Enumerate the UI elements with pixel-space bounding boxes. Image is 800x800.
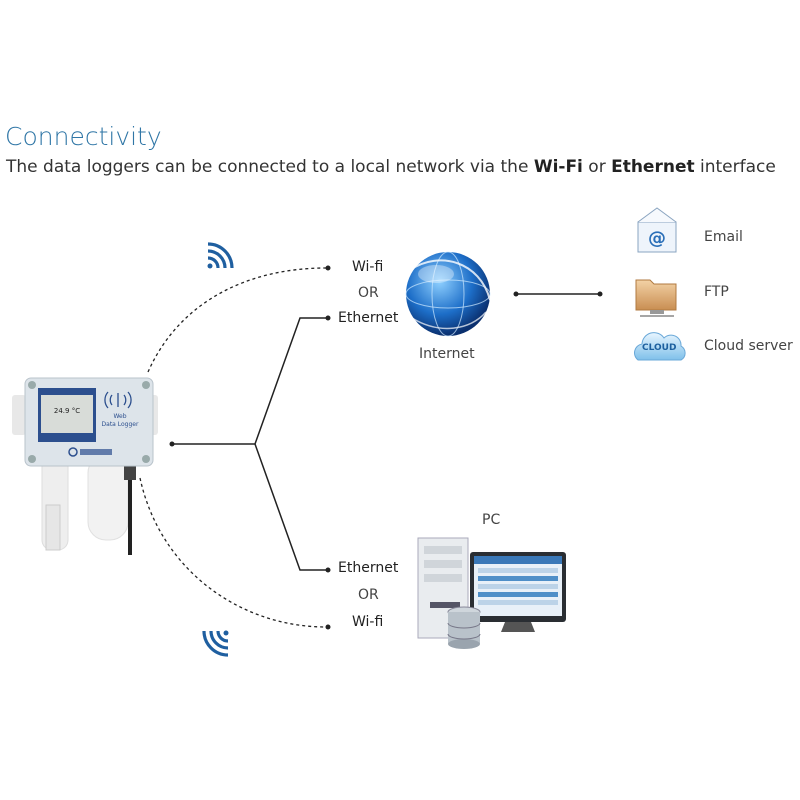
- folder-icon: [635, 279, 677, 317]
- service-ftp: FTP: [704, 284, 729, 300]
- lower-ethernet-label: Ethernet: [338, 560, 399, 576]
- svg-text:24.9 °C: 24.9 °C: [54, 407, 80, 415]
- internet-label: Internet: [419, 346, 475, 362]
- lower-or-label: OR: [358, 587, 379, 603]
- upper-or-label: OR: [358, 285, 379, 301]
- upper-wifi-label: Wi-fi: [352, 259, 384, 275]
- wifi-icon: [202, 630, 229, 657]
- svg-text:@: @: [648, 228, 666, 249]
- subtitle-text: or: [582, 157, 612, 177]
- service-cloud: Cloud server: [704, 338, 793, 354]
- subtitle-text: interface: [694, 157, 776, 177]
- pc-label: PC: [482, 512, 501, 528]
- wifi-link-upper: [147, 267, 327, 373]
- globe-icon: [405, 251, 491, 337]
- wifi-link-lower: [139, 477, 327, 628]
- upper-ethernet-label: Ethernet: [338, 310, 399, 326]
- data-logger-device: 24.9 °C Web Data Logger: [12, 377, 158, 555]
- svg-text:Web: Web: [113, 413, 126, 420]
- pc-icon: [417, 537, 566, 649]
- cloud-icon: [634, 332, 686, 361]
- cloud-icon-text: CLOUD: [642, 343, 677, 353]
- wifi-icon: [207, 242, 234, 269]
- ethernet-link: [172, 317, 328, 571]
- service-email: Email: [704, 229, 743, 245]
- page-title: Connectivity: [5, 122, 162, 151]
- svg-text:Data Logger: Data Logger: [102, 421, 139, 428]
- email-icon: @: [637, 207, 677, 253]
- subtitle: The data loggers can be connected to a l…: [6, 157, 776, 177]
- subtitle-wifi: Wi-Fi: [533, 157, 583, 177]
- lower-wifi-label: Wi-fi: [352, 614, 384, 630]
- subtitle-ethernet: Ethernet: [611, 157, 695, 177]
- subtitle-text: The data loggers can be connected to a l…: [6, 157, 534, 177]
